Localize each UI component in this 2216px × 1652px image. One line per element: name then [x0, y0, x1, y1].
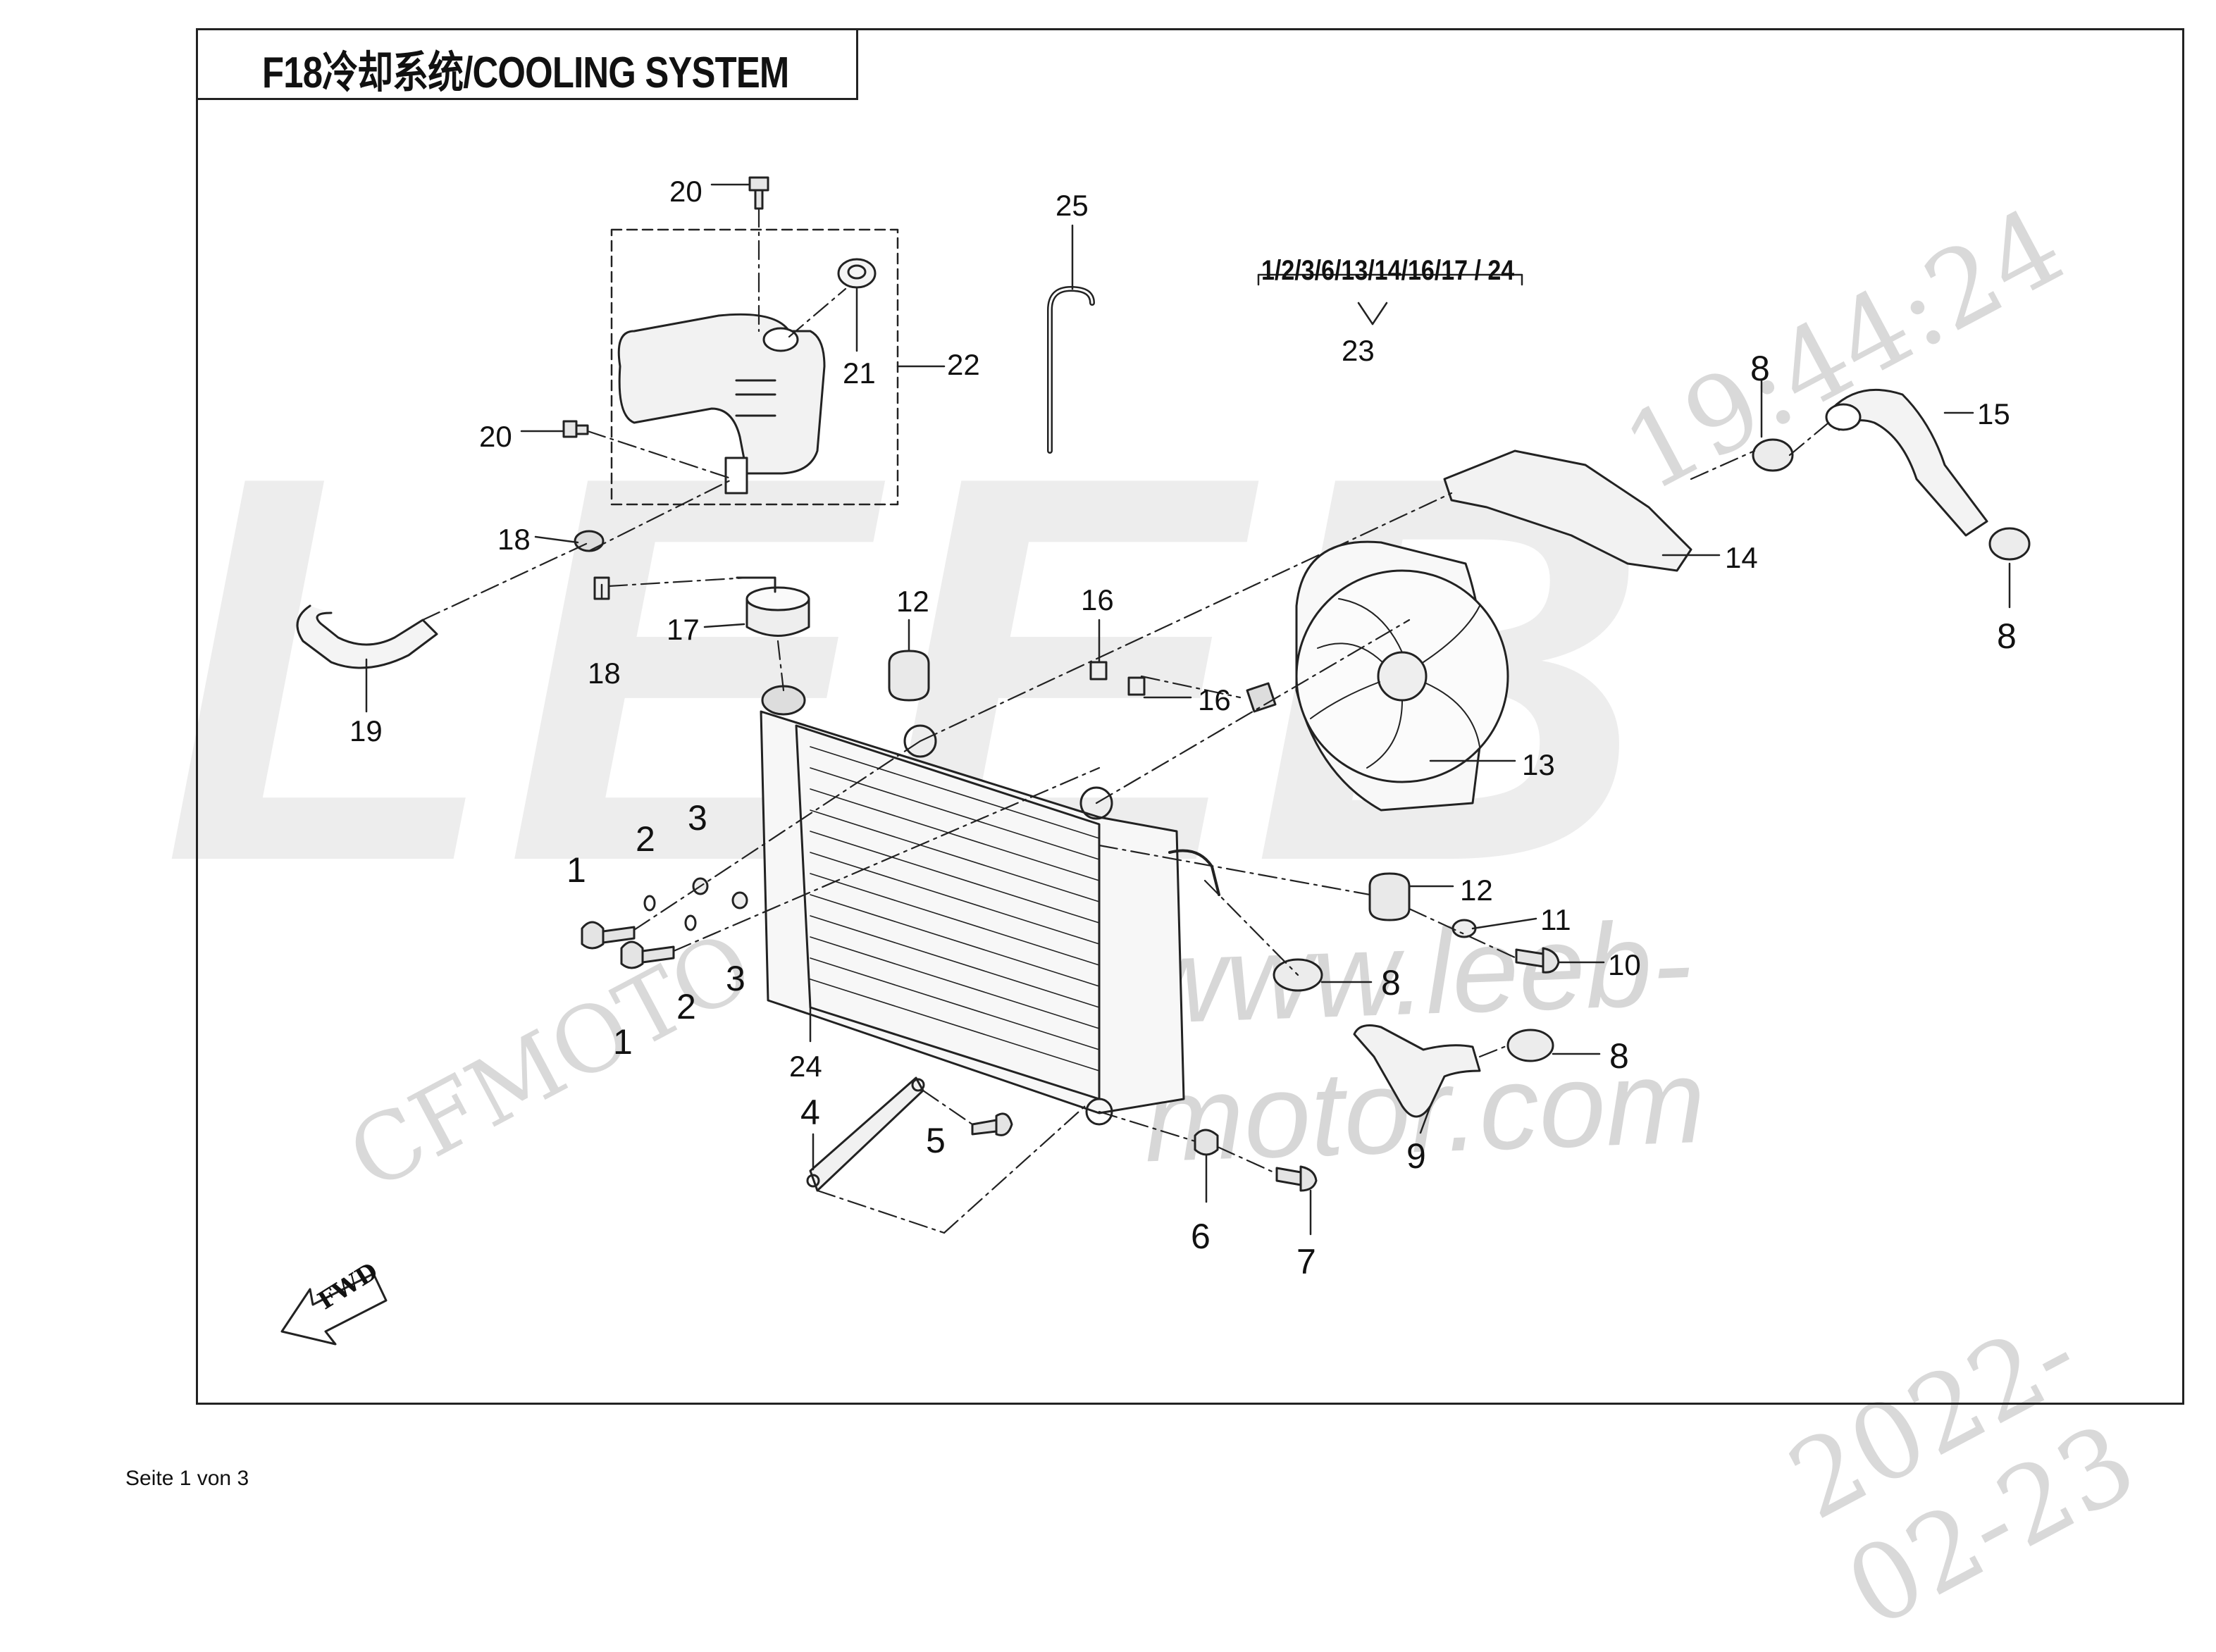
- callout-label: 21: [843, 356, 876, 390]
- callout-label: 6: [1191, 1217, 1211, 1256]
- grommet-12-top: [888, 650, 930, 702]
- hose-9: [1353, 1024, 1481, 1118]
- callout-label: 22: [947, 348, 980, 381]
- kit-label: 1/2/3/6/13/14/16/17 / 24: [1261, 255, 1515, 286]
- page-title: F18冷却系统/COOLING SYSTEM: [262, 49, 789, 97]
- clamp-8-right-low: [1988, 527, 2031, 561]
- tank-cap: [837, 258, 877, 289]
- callout-label: 24: [789, 1050, 822, 1083]
- callout-label: 3: [726, 959, 745, 998]
- expansion-tank: [617, 313, 826, 475]
- callout-label: 1: [567, 850, 586, 890]
- grommet-6: [1194, 1129, 1219, 1156]
- bracket-4: [809, 1076, 924, 1192]
- callout-label: 20: [479, 420, 512, 453]
- callout-label: 12: [896, 585, 929, 618]
- callout-label: 11: [1540, 903, 1571, 936]
- callout-label: 17: [667, 613, 700, 646]
- callout-label: 8: [1750, 349, 1770, 388]
- spacer-3-lower: [731, 891, 748, 909]
- clamp-8-top: [1752, 438, 1794, 472]
- callout-label: 13: [1522, 748, 1555, 781]
- radiator: [760, 710, 1185, 1114]
- diagram-frame: [196, 28, 2184, 1405]
- parts-diagram: LEEB www.leeb-motor.com CFMOTO 19:44:24 …: [125, 28, 2184, 1652]
- callout-label: 9: [1406, 1136, 1426, 1176]
- callout-label: 8: [1381, 963, 1401, 1002]
- callout-label: 19: [349, 714, 383, 747]
- callout-label: 25: [1056, 189, 1089, 222]
- callout-label: 12: [1460, 874, 1493, 907]
- callout-label: 7: [1296, 1242, 1316, 1281]
- callout-label: 5: [926, 1121, 946, 1160]
- bolt-10: [1515, 947, 1560, 974]
- callout-label: 8: [1997, 616, 2017, 656]
- callout-label: 16: [1081, 583, 1114, 616]
- bolt-20-side: [562, 420, 589, 438]
- clamp-8-right: [1506, 1029, 1554, 1062]
- callout-label: 18: [497, 523, 531, 556]
- clip-16-a: [1089, 661, 1108, 681]
- callout-label: 15: [1977, 397, 2010, 430]
- washer-2-lower: [684, 914, 697, 931]
- callout-label: 10: [1608, 948, 1641, 981]
- hose-25: [1047, 286, 1095, 454]
- callout-label: 18: [588, 657, 621, 690]
- washer-2-upper: [643, 895, 656, 912]
- bolt-1-lower: [620, 940, 675, 969]
- title-box: [196, 28, 858, 100]
- callout-label: 4: [800, 1093, 820, 1132]
- callout-label: 3: [688, 798, 707, 838]
- grommet-12-right: [1368, 872, 1411, 921]
- callout-label: 1: [613, 1022, 633, 1062]
- callout-label: 2: [676, 987, 696, 1026]
- callout-label: 23: [1342, 334, 1375, 367]
- bolt-1-upper: [581, 921, 636, 950]
- callout-label: 20: [669, 175, 702, 208]
- clip-16-b: [1127, 676, 1146, 696]
- bolt-20-top: [748, 176, 769, 210]
- fan-bracket: [1443, 449, 1692, 572]
- hose-19: [296, 604, 438, 669]
- bolt-5: [971, 1112, 1013, 1136]
- callout-label: 14: [1725, 541, 1758, 574]
- bolt-7: [1275, 1165, 1318, 1192]
- callout-label: 8: [1609, 1036, 1629, 1076]
- callout-label: 16: [1198, 683, 1231, 716]
- clamp-18-upper: [574, 530, 605, 552]
- fwd-arrow: [280, 1272, 388, 1346]
- callout-label: 2: [636, 819, 655, 859]
- hose-15: [1831, 388, 1988, 537]
- drawing: [280, 176, 2031, 1346]
- page-footer: Seite 1 von 3: [125, 1467, 249, 1490]
